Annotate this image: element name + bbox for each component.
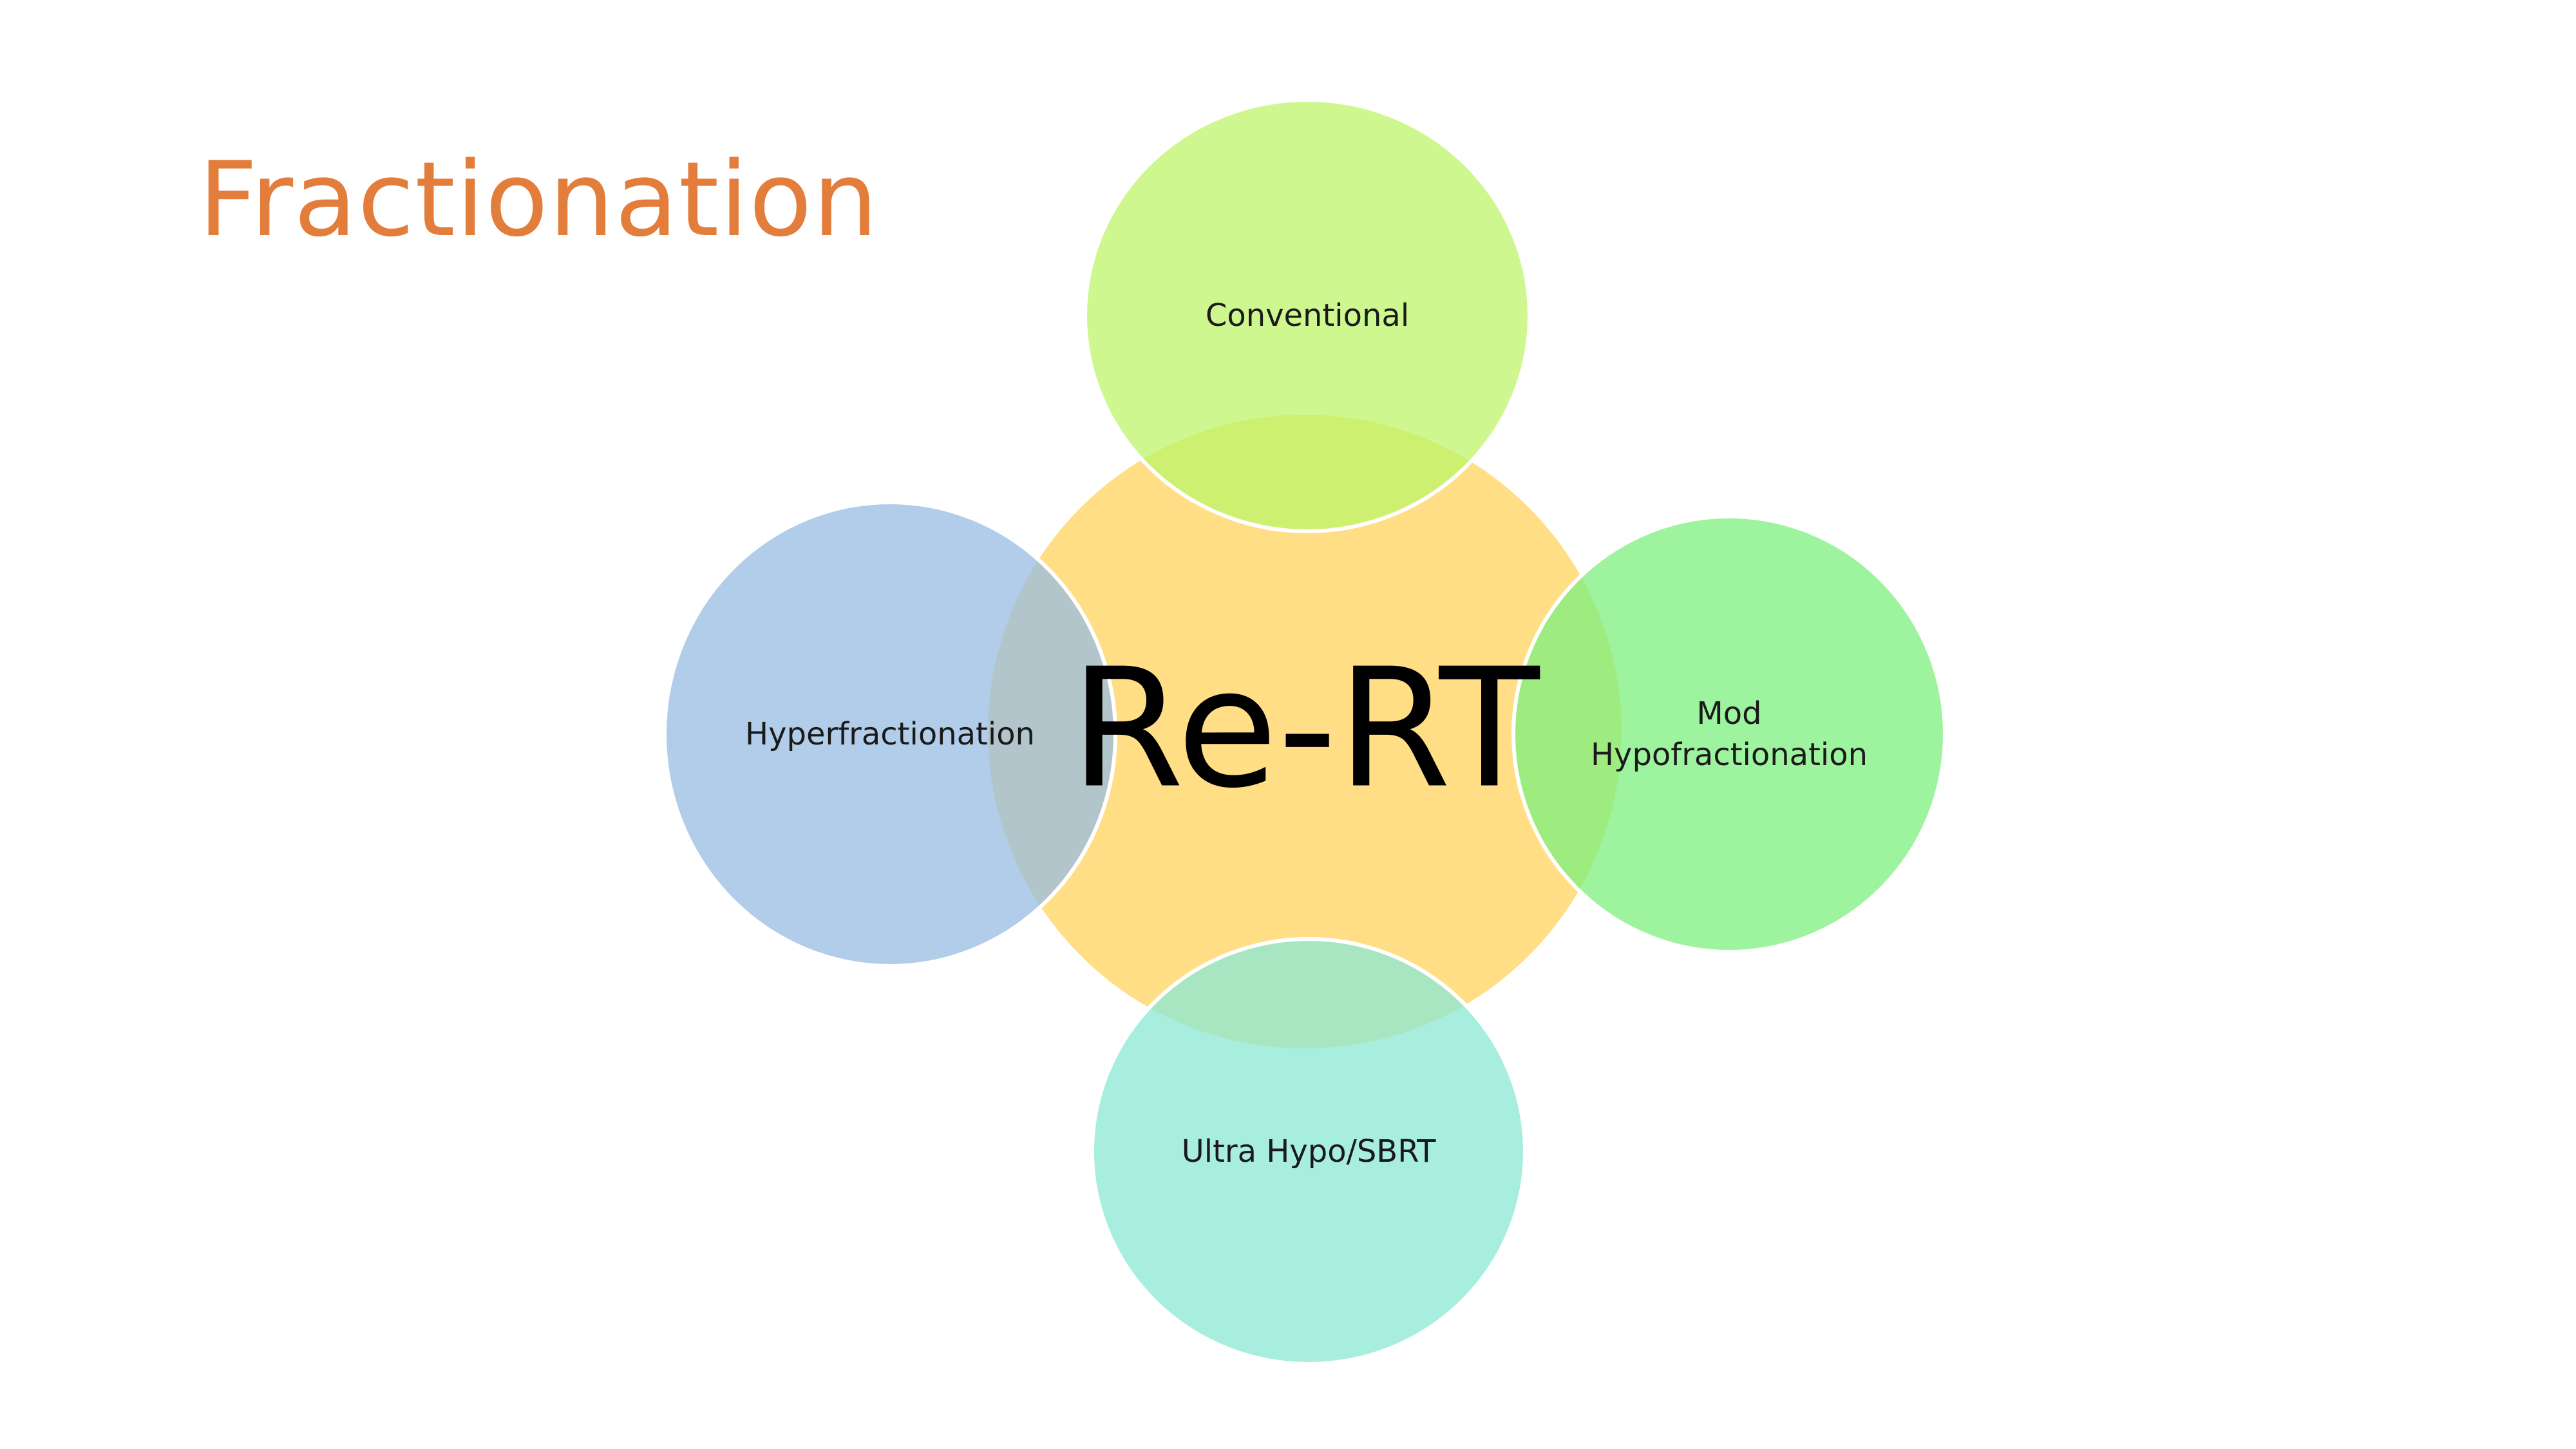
center-label: Re-RT	[1070, 634, 1540, 825]
circle-top[interactable]	[1083, 98, 1531, 533]
circle-label-bottom: Ultra Hypo/SBRT	[1182, 1133, 1436, 1170]
slide-title: Fractionation	[198, 139, 879, 260]
circle-label-line: Mod	[1696, 696, 1761, 732]
circle-left[interactable]	[663, 500, 1117, 968]
circle-right[interactable]	[1511, 515, 1947, 954]
outer-circles	[663, 98, 1947, 1366]
circle-bottom[interactable]	[1090, 937, 1527, 1366]
circle-label-line: Ultra Hypo/SBRT	[1182, 1133, 1436, 1170]
circle-label-line: Hyperfractionation	[745, 716, 1035, 752]
circle-label-top: Conventional	[1206, 298, 1409, 334]
circle-label-left: Hyperfractionation	[745, 716, 1035, 752]
circle-label-line: Hypofractionation	[1591, 737, 1868, 773]
circle-label-line: Conventional	[1206, 298, 1409, 334]
